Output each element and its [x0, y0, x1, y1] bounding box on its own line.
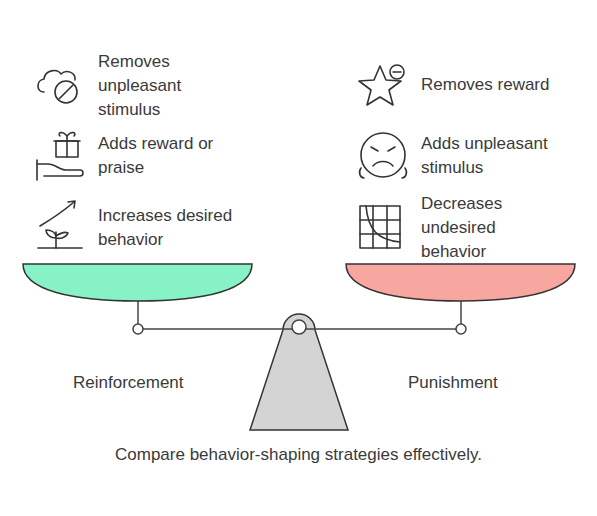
pivot — [456, 324, 466, 334]
pan-rod — [137, 300, 139, 324]
side-label: Punishment — [408, 371, 568, 395]
side-label: Reinforcement — [73, 371, 233, 395]
cloud-cancel-icon — [38, 71, 77, 103]
effect-text: Removes unpleasant stimulus — [98, 50, 198, 122]
effect-text: Adds reward or praise — [98, 132, 246, 180]
angry-face-icon — [360, 133, 407, 178]
effect-text: Decreases undesired behavior — [421, 192, 531, 264]
effect-text: Adds unpleasant stimulus — [421, 132, 571, 180]
pivot — [133, 324, 143, 334]
pan-rod — [460, 300, 462, 324]
star-minus-icon — [359, 65, 404, 105]
scale-pan — [23, 264, 252, 301]
decline-chart-icon — [360, 206, 400, 248]
caption: Compare behavior-shaping strategies effe… — [0, 443, 597, 467]
effect-text: Increases desired behavior — [98, 204, 248, 252]
scale-pan — [346, 264, 575, 301]
pivot — [292, 320, 306, 334]
gift-hand-icon — [37, 133, 83, 180]
growth-plant-icon — [38, 201, 82, 248]
fulcrum — [250, 314, 348, 430]
effect-text: Removes reward — [421, 73, 581, 97]
